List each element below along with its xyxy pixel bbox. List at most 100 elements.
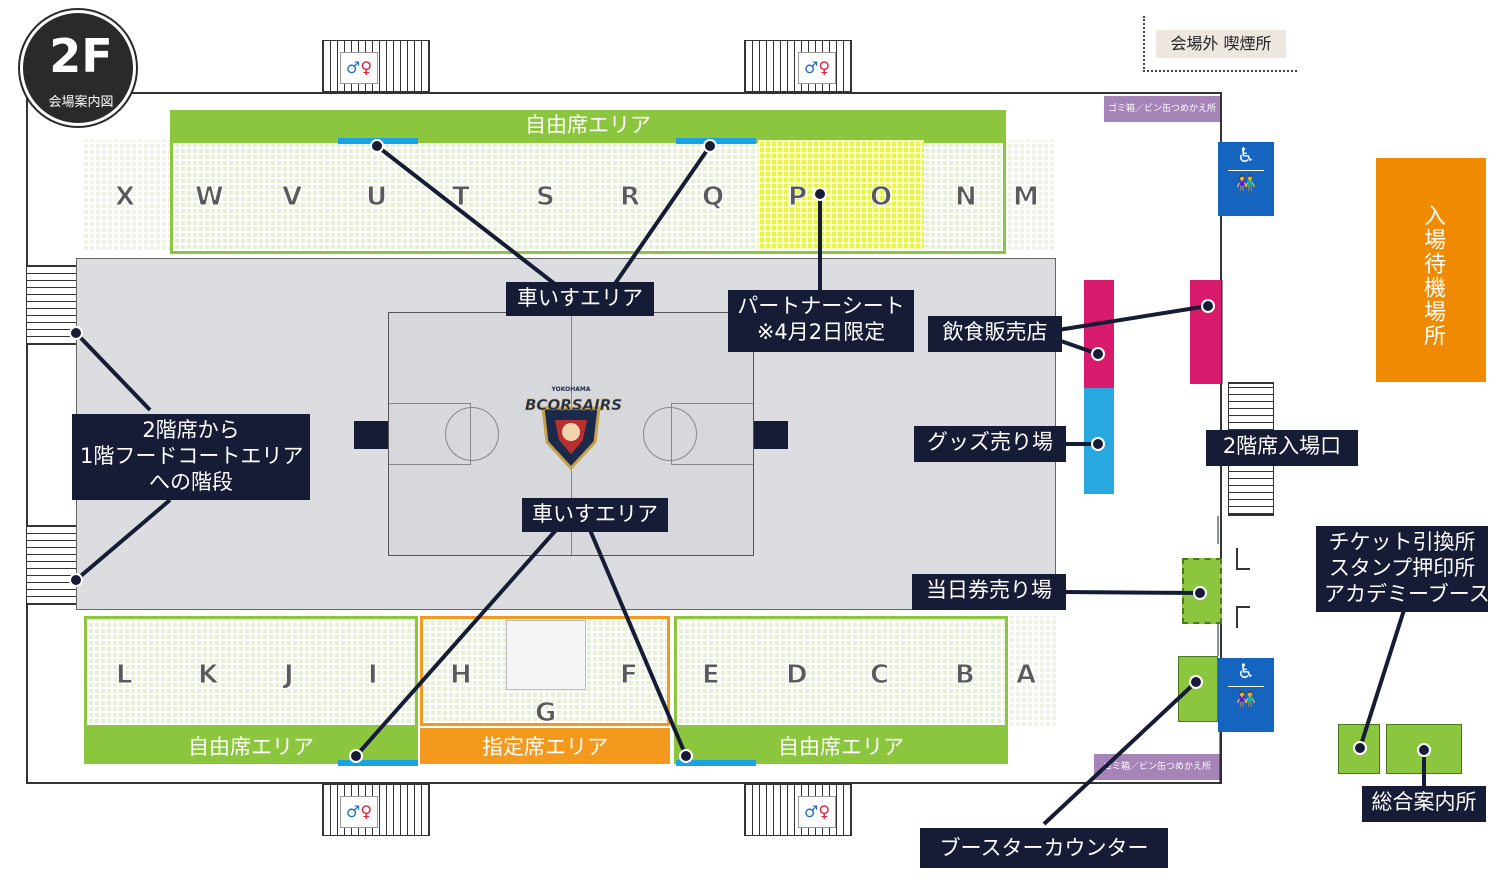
free-seat-area-bottom-right-banner: 自由席エリア	[674, 728, 1008, 764]
seat-section-m	[1006, 140, 1054, 252]
entry-waiting-area-label: 入場待機場所	[1420, 204, 1445, 348]
stairs-note-line3: への階段	[149, 470, 233, 494]
section-letter: L	[116, 660, 134, 691]
ticket-exchange-label: チケット引換所 スタンプ押印所 アカデミーブース	[1316, 526, 1490, 612]
door-marker-top	[1236, 548, 1250, 570]
section-letter: Q	[701, 182, 725, 213]
wheelchair-strip	[676, 138, 756, 144]
section-letter: C	[869, 660, 890, 691]
section-letter: K	[197, 660, 219, 691]
marker-dot	[1417, 743, 1431, 757]
smoking-area-label: 会場外 喫煙所	[1156, 30, 1286, 58]
team-bench-left	[354, 421, 388, 449]
section-g-inner	[506, 620, 586, 690]
team-bench-right	[754, 421, 788, 449]
section-letter: X	[114, 182, 136, 213]
free-seat-area-top-banner: 自由席エリア	[170, 110, 1006, 140]
trash-station-top: ゴミ箱／ビン缶つめかえ所	[1104, 96, 1220, 122]
stairs-note-label: 2階席から 1階フードコートエリア への階段	[72, 414, 310, 500]
door-marker-bottom	[1236, 606, 1250, 628]
floor-number: 2F	[49, 29, 113, 83]
restroom-icon: ♂♀	[340, 52, 378, 84]
section-letter: G	[534, 698, 557, 729]
section-letter: R	[619, 182, 641, 213]
free-seat-block-bottom-left	[84, 616, 418, 728]
stairs-left-lower	[26, 525, 78, 605]
wheelchair-icon: ♿	[1237, 143, 1255, 167]
section-letter: W	[195, 182, 225, 213]
partner-seat-label: パートナーシート ※4月2日限定	[728, 290, 914, 352]
marker-dot	[813, 187, 827, 201]
ticket-exchange-line1: チケット引換所	[1328, 530, 1476, 554]
section-letter: E	[702, 660, 721, 691]
marker-dot	[1091, 347, 1105, 361]
section-letter: T	[452, 182, 471, 213]
team-crest-icon	[541, 406, 601, 471]
marker-dot	[69, 326, 83, 340]
restroom-icon: 👫	[1228, 170, 1264, 197]
section-letter: F	[620, 660, 639, 691]
marker-dot	[1193, 586, 1207, 600]
accessible-restroom-bottom: ♿ 👫	[1218, 658, 1274, 732]
seat-section-x	[82, 140, 170, 252]
goods-stand-label: グッズ売り場	[914, 426, 1066, 462]
info-center-label: 総合案内所	[1362, 786, 1486, 822]
restroom-icon: ♂♀	[340, 796, 378, 828]
restroom-icon: 👫	[1228, 686, 1264, 713]
stairs-note-line1: 2階席から	[142, 418, 240, 442]
marker-dot	[69, 573, 83, 587]
food-stand-block-right	[1190, 280, 1222, 384]
section-letter: M	[1013, 182, 1040, 213]
booster-counter-label: ブースターカウンター	[920, 828, 1168, 868]
section-letter: N	[955, 182, 978, 213]
accessible-restroom-top: ♿ 👫	[1218, 142, 1274, 216]
restroom-icon: ♂♀	[798, 796, 836, 828]
section-letter: A	[1015, 660, 1037, 691]
wheelchair-area-label-bottom: 車いすエリア	[522, 498, 668, 532]
reserved-seat-area-banner: 指定席エリア	[420, 728, 670, 764]
marker-dot	[1201, 299, 1215, 313]
free-seat-block-bottom-right	[674, 616, 1008, 728]
marker-dot	[679, 749, 693, 763]
circle-left	[445, 407, 499, 461]
floor-subtitle: 会場案内図	[48, 95, 114, 110]
restroom-icon: ♂♀	[798, 52, 836, 84]
partner-seat-label-line2: ※4月2日限定	[756, 320, 886, 344]
section-letter: O	[869, 182, 893, 213]
marker-dot	[370, 139, 384, 153]
marker-dot	[703, 139, 717, 153]
same-day-ticket-label: 当日券売り場	[912, 574, 1066, 610]
booster-counter-booth	[1178, 656, 1218, 722]
marker-dot	[1091, 437, 1105, 451]
food-stand-label: 飲食販売店	[928, 316, 1062, 352]
section-letter: D	[786, 660, 809, 691]
partner-seat-block	[758, 140, 924, 250]
ticket-exchange-line3: アカデミーブース	[1324, 582, 1490, 606]
marker-dot	[1353, 741, 1367, 755]
floor-badge: 2F 会場案内図	[20, 10, 136, 126]
stairs-note-line2: 1階フードコートエリア	[80, 444, 304, 468]
section-letter: S	[536, 182, 556, 213]
wheelchair-area-label-top: 車いすエリア	[506, 282, 654, 316]
section-letter: B	[955, 660, 976, 691]
section-letter: P	[787, 182, 808, 213]
wheelchair-icon: ♿	[1237, 659, 1255, 683]
seat-section-a	[1008, 616, 1056, 728]
team-city-text: YOKOHAMA	[551, 386, 591, 393]
section-letter: I	[368, 660, 379, 691]
entrance-2f-label: 2階席入場口	[1206, 430, 1358, 466]
marker-dot	[349, 749, 363, 763]
wheelchair-strip	[676, 760, 756, 766]
ticket-exchange-line2: スタンプ押印所	[1328, 556, 1476, 580]
marker-dot	[1189, 675, 1203, 689]
circle-right	[643, 407, 697, 461]
section-letter: V	[281, 182, 303, 213]
food-stand-block-left	[1084, 280, 1114, 388]
section-letter: H	[450, 660, 473, 691]
section-letter: J	[284, 660, 295, 691]
team-logo: YOKOHAMA BCORSAIRS	[525, 386, 623, 472]
entry-waiting-area: 入場待機場所	[1376, 158, 1486, 382]
team-logo-text: BCORSAIRS	[525, 396, 623, 415]
partner-seat-label-line1: パートナーシート	[737, 294, 905, 318]
